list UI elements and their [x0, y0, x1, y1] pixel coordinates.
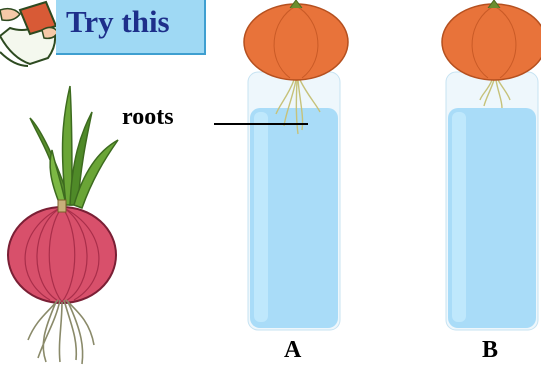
onion-bulb-icon: [8, 86, 118, 364]
jar-a: [244, 0, 348, 330]
try-this-banner: Try this: [56, 0, 206, 55]
jar-b-label: B: [482, 337, 498, 364]
jar-b: [442, 0, 541, 330]
cartoon-character-icon: [0, 2, 58, 66]
roots-label: roots: [122, 104, 174, 131]
roots-pointer-line: [214, 123, 308, 125]
jar-a-label: A: [284, 337, 301, 364]
banner-title: Try this: [66, 4, 170, 40]
